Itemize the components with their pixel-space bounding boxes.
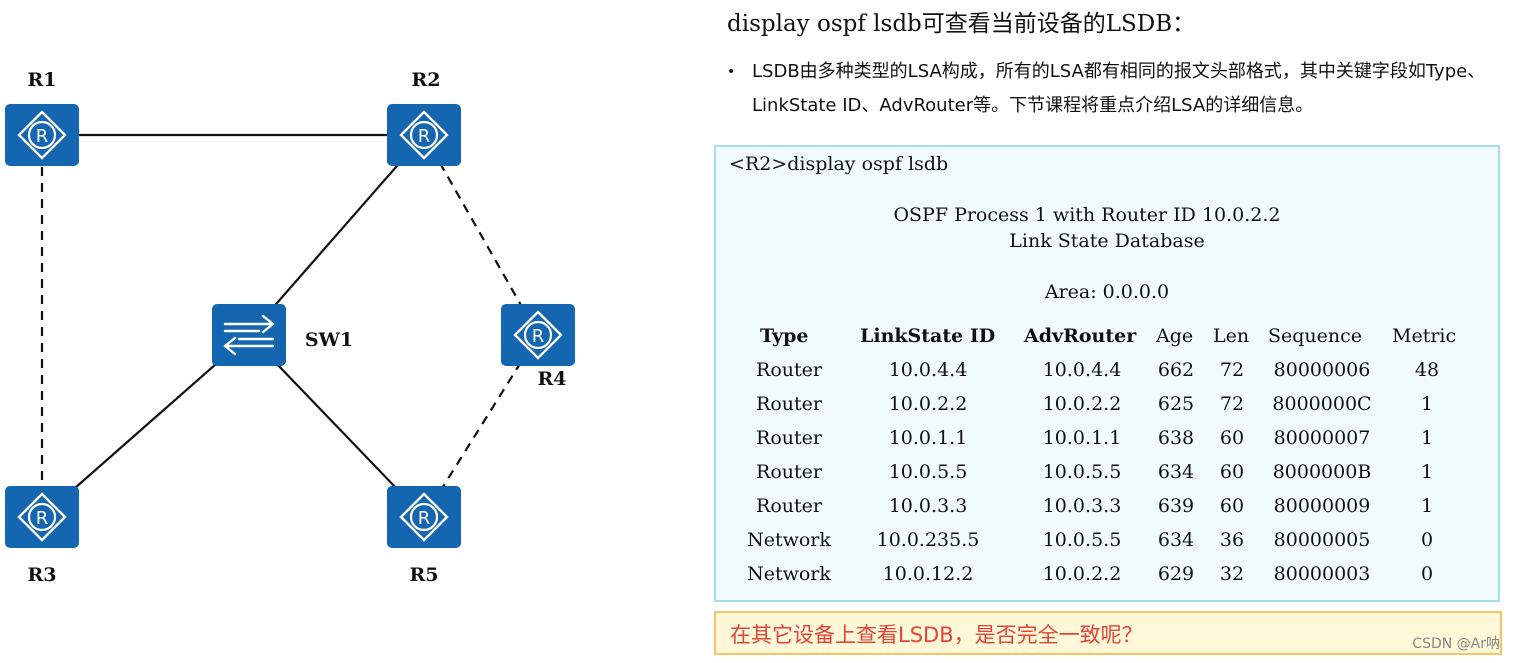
table-cell: 638 bbox=[1157, 427, 1195, 449]
table-cell: 0 bbox=[1420, 529, 1434, 551]
svg-text:R: R bbox=[532, 326, 545, 347]
watermark: CSDN @Ar呐 bbox=[1412, 636, 1500, 652]
table-cell: 10.0.4.4 bbox=[1042, 359, 1122, 381]
link-r2-r4 bbox=[423, 134, 539, 336]
router-icon: R bbox=[399, 110, 449, 160]
table-cell: Network bbox=[747, 529, 831, 551]
table-cell: 10.0.1.1 bbox=[1042, 427, 1122, 449]
table-cell: 634 bbox=[1157, 461, 1195, 483]
table-cell: 629 bbox=[1157, 563, 1195, 585]
label-r2: R2 bbox=[411, 69, 440, 91]
table-cell: Router bbox=[756, 427, 822, 449]
col-header-age: Age bbox=[1156, 325, 1194, 347]
table-cell: 639 bbox=[1157, 495, 1195, 517]
links bbox=[40, 133, 539, 518]
table-cell: 10.0.12.2 bbox=[882, 563, 974, 585]
table-cell: 10.0.5.5 bbox=[1042, 461, 1122, 483]
table-cell: 80000003 bbox=[1273, 563, 1371, 585]
table-cell: 10.0.2.2 bbox=[1042, 563, 1122, 585]
switch-sw1 bbox=[212, 304, 286, 366]
table-cell: 8000000C bbox=[1272, 393, 1372, 415]
bullet-item: • LSDB由多种类型的LSA构成，所有的LSA都有相同的报文头部格式，其中关键… bbox=[727, 55, 1487, 123]
table-cell: Router bbox=[756, 495, 822, 517]
table-cell: 8000000B bbox=[1272, 461, 1372, 483]
table-cell: 80000005 bbox=[1273, 529, 1371, 551]
svg-text:R: R bbox=[418, 508, 431, 529]
table-cell: 1 bbox=[1420, 495, 1434, 517]
table-cell: 10.0.3.3 bbox=[1042, 495, 1122, 517]
router-icon: R bbox=[399, 492, 449, 542]
switch-icon bbox=[223, 314, 275, 356]
table-cell: 0 bbox=[1420, 563, 1434, 585]
table-cell: 1 bbox=[1420, 393, 1434, 415]
table-cell: 1 bbox=[1420, 427, 1434, 449]
col-header-sequence: Sequence bbox=[1268, 325, 1363, 347]
router-r4: R bbox=[501, 304, 575, 366]
label-r4: R4 bbox=[537, 368, 566, 390]
router-icon: R bbox=[513, 310, 563, 360]
table-cell: 10.0.235.5 bbox=[876, 529, 980, 551]
col-header-type: Type bbox=[760, 325, 809, 347]
cli-command: <R2>display ospf lsdb bbox=[729, 153, 949, 175]
cli-area-line: Area: 0.0.0.0 bbox=[1044, 281, 1170, 303]
table-cell: 10.0.1.1 bbox=[888, 427, 968, 449]
label-r1: R1 bbox=[27, 69, 56, 91]
table-cell: 10.0.2.2 bbox=[1042, 393, 1122, 415]
bullet-text: LSDB由多种类型的LSA构成，所有的LSA都有相同的报文头部格式，其中关键字段… bbox=[752, 61, 1486, 116]
table-cell: Router bbox=[756, 461, 822, 483]
table-cell: Router bbox=[756, 359, 822, 381]
cli-process-line: OSPF Process 1 with Router ID 10.0.2.2 bbox=[893, 204, 1281, 226]
table-cell: 80000007 bbox=[1273, 427, 1371, 449]
table-cell: 60 bbox=[1219, 461, 1245, 483]
table-cell: 48 bbox=[1414, 359, 1440, 381]
table-cell: 72 bbox=[1219, 393, 1245, 415]
label-r5: R5 bbox=[409, 564, 438, 586]
router-r5: R bbox=[387, 486, 461, 548]
table-cell: 634 bbox=[1157, 529, 1195, 551]
question-text: 在其它设备上查看LSDB，是否完全一致呢？ bbox=[730, 623, 1143, 647]
table-cell: 60 bbox=[1219, 427, 1245, 449]
table-cell: Router bbox=[756, 393, 822, 415]
cli-database-line: Link State Database bbox=[1009, 230, 1205, 252]
table-cell: 625 bbox=[1157, 393, 1195, 415]
table-cell: 1 bbox=[1420, 461, 1434, 483]
router-icon: R bbox=[17, 110, 67, 160]
table-cell: 10.0.5.5 bbox=[1042, 529, 1122, 551]
table-cell: 80000006 bbox=[1273, 359, 1371, 381]
table-cell: 80000009 bbox=[1273, 495, 1371, 517]
link-r2-sw1 bbox=[248, 134, 425, 336]
question-banner: 在其它设备上查看LSDB，是否完全一致呢？ bbox=[714, 611, 1502, 655]
label-r3: R3 bbox=[27, 564, 56, 586]
table-cell: 36 bbox=[1219, 529, 1245, 551]
col-header-advrouter: AdvRouter bbox=[1024, 325, 1137, 347]
table-cell: 10.0.4.4 bbox=[888, 359, 968, 381]
svg-text:R: R bbox=[36, 126, 49, 147]
table-cell: 72 bbox=[1219, 359, 1245, 381]
table-cell: Network bbox=[747, 563, 831, 585]
table-cell: 10.0.3.3 bbox=[888, 495, 968, 517]
col-header-metric: Metric bbox=[1392, 325, 1457, 347]
router-r3: R bbox=[5, 486, 79, 548]
router-r2: R bbox=[387, 104, 461, 166]
svg-text:R: R bbox=[36, 508, 49, 529]
router-r1: R bbox=[5, 104, 79, 166]
router-icon: R bbox=[17, 492, 67, 542]
table-cell: 10.0.2.2 bbox=[888, 393, 968, 415]
label-sw1: SW1 bbox=[305, 329, 353, 351]
table-cell: 32 bbox=[1219, 563, 1245, 585]
cli-output-panel: <R2>display ospf lsdb OSPF Process 1 wit… bbox=[714, 145, 1500, 602]
bullet-marker: • bbox=[727, 64, 736, 80]
link-sw1-r3 bbox=[41, 334, 250, 518]
col-header-len: Len bbox=[1213, 325, 1250, 347]
table-cell: 60 bbox=[1219, 495, 1245, 517]
table-cell: 10.0.5.5 bbox=[888, 461, 968, 483]
col-header-linkstate-id: LinkState ID bbox=[860, 325, 996, 347]
svg-text:R: R bbox=[418, 126, 431, 147]
table-cell: 662 bbox=[1157, 359, 1195, 381]
page-heading: display ospf lsdb可查看当前设备的LSDB： bbox=[727, 11, 1196, 37]
